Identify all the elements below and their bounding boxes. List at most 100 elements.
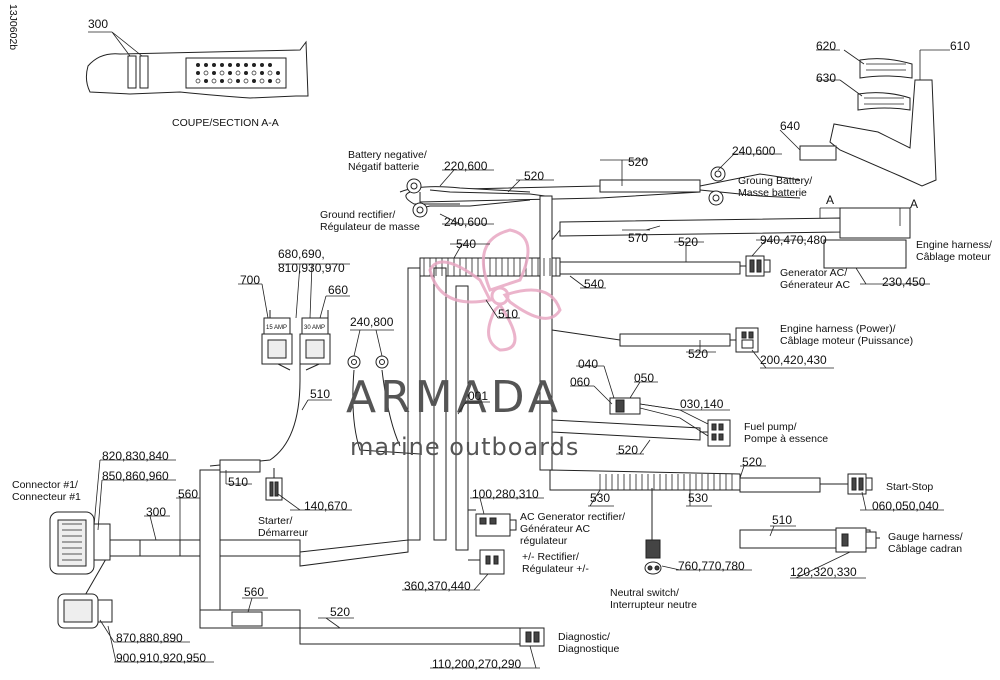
callout-510-mid: 510 xyxy=(498,307,518,321)
ac-generator-rectifier-connector xyxy=(475,513,517,537)
braid-marks xyxy=(423,258,733,490)
callout-810: 810,930,970 xyxy=(278,261,345,275)
callout-030140: 030,140 xyxy=(680,397,724,411)
callout-510-b: 510 xyxy=(228,475,248,489)
wires xyxy=(79,173,880,605)
ring-terminal-battery-neg xyxy=(406,178,422,194)
callout-530-a: 530 xyxy=(590,491,610,505)
label-neutral-2: Interrupteur neutre xyxy=(610,599,697,611)
callout-240800: 240,800 xyxy=(350,315,394,329)
callout-040: 040 xyxy=(578,357,598,371)
callout-560-b: 560 xyxy=(244,585,264,599)
callout-610: 610 xyxy=(950,39,970,53)
callout-050: 050 xyxy=(634,371,654,385)
callout-760770: 760,770,780 xyxy=(678,559,745,573)
sleeve-marks xyxy=(139,459,263,627)
label-battery-negative-2: Négatif batterie xyxy=(348,161,419,173)
engine-power-connector xyxy=(735,327,759,353)
label-ground-rectifier-1: Ground rectifier/ xyxy=(320,209,395,221)
callout-940: 940,470,480 xyxy=(760,233,827,247)
marker-a1: A xyxy=(826,193,834,207)
rectifier-connector xyxy=(479,549,505,575)
callout-510-c: 510 xyxy=(772,513,792,527)
label-generator-ac-1: Generator AC/ xyxy=(780,267,847,279)
callout-060: 060 xyxy=(570,375,590,389)
connector-1 xyxy=(49,511,111,575)
callout-520-c: 520 xyxy=(678,235,698,249)
fuse-label-15a: 15 AMP xyxy=(266,325,287,331)
callout-001: 001 xyxy=(468,389,488,403)
callout-850: 850,860,960 xyxy=(102,469,169,483)
label-start-stop: Start-Stop xyxy=(886,481,933,493)
callout-140670: 140,670 xyxy=(304,499,348,513)
connector-620 xyxy=(859,58,913,79)
gauge-harness-connector xyxy=(835,527,877,553)
engine-harness-connector xyxy=(819,207,911,269)
callout-530-b: 530 xyxy=(688,491,708,505)
label-battery-negative-1: Battery negative/ xyxy=(348,149,427,161)
connector-630 xyxy=(857,92,911,111)
callout-220600: 220,600 xyxy=(444,159,488,173)
callout-630: 630 xyxy=(816,71,836,85)
callout-680: 680,690, xyxy=(278,247,325,261)
ring-terminal-ground-battery xyxy=(708,166,726,206)
generator-ac-connector xyxy=(745,255,771,277)
fuse-holder-30a xyxy=(299,317,331,365)
label-gauge-2: Câblage cadran xyxy=(888,543,962,555)
callout-520-d: 520 xyxy=(688,347,708,361)
label-engine-power-2: Câblage moteur (Puissance) xyxy=(780,335,913,347)
marker-a2: A xyxy=(910,197,918,211)
label-engine-harness-2: Câblage moteur xyxy=(916,251,991,263)
ring-terminal-240-800 xyxy=(347,355,389,369)
label-diagnostic-2: Diagnostique xyxy=(558,643,619,655)
label-ac-gen-2: Générateur AC xyxy=(520,523,590,535)
callout-620: 620 xyxy=(816,39,836,53)
callout-510-left: 510 xyxy=(310,387,330,401)
callout-540-b: 540 xyxy=(584,277,604,291)
label-engine-harness-1: Engine harness/ xyxy=(916,239,992,251)
label-neutral-1: Neutral switch/ xyxy=(610,587,679,599)
label-rectifier-1: +/- Rectifier/ xyxy=(522,551,579,563)
callout-230450: 230,450 xyxy=(882,275,926,289)
label-starter-1: Starter/ xyxy=(258,515,293,527)
label-fuel-pump-1: Fuel pump/ xyxy=(744,421,797,433)
callout-110200: 110,200,270,290 xyxy=(432,657,522,671)
diagnostic-connector xyxy=(519,627,545,647)
callout-200420: 200,420,430 xyxy=(760,353,827,367)
label-ground-battery-1: Groung Battery/ xyxy=(738,175,812,187)
label-diagnostic-1: Diagnostic/ xyxy=(558,631,610,643)
callout-300-b: 300 xyxy=(146,505,166,519)
callout-640: 640 xyxy=(780,119,800,133)
connector-640 xyxy=(799,145,837,161)
label-ground-battery-2: Masse batterie xyxy=(738,187,807,199)
callout-520-e: 520 xyxy=(618,443,638,457)
engine-connector-group xyxy=(779,49,950,187)
callout-570: 570 xyxy=(628,231,648,245)
label-generator-ac-2: Génerateur AC xyxy=(780,279,850,291)
callout-900: 900,910,920,950 xyxy=(116,651,206,665)
callout-700: 700 xyxy=(240,273,260,287)
callout-520-top: 520 xyxy=(628,155,648,169)
callout-100280: 100,280,310 xyxy=(472,487,539,501)
neutral-switch xyxy=(644,539,662,575)
label-starter-2: Démarreur xyxy=(258,527,309,539)
callout-560-a: 560 xyxy=(178,487,198,501)
section-a-a-view xyxy=(85,31,309,99)
callout-660: 660 xyxy=(328,283,348,297)
fuse-label-30a: 30 AMP xyxy=(304,325,325,331)
callout-820: 820,830,840 xyxy=(102,449,169,463)
label-ground-rectifier-2: Régulateur de masse xyxy=(320,221,420,233)
label-connector1-1: Connector #1/ xyxy=(12,479,78,491)
label-connector1-2: Connecteur #1 xyxy=(12,491,81,503)
callout-240600-top: 240,600 xyxy=(732,144,776,158)
callout-leaders xyxy=(93,153,944,669)
document-id: 13J0602b xyxy=(7,4,19,50)
callout-240600-b: 240,600 xyxy=(444,215,488,229)
watermark-logo xyxy=(428,228,562,352)
callout-300-top: 300 xyxy=(88,17,108,31)
ring-terminal-ground-rectifier xyxy=(412,202,428,218)
label-rectifier-2: Régulateur +/- xyxy=(522,563,589,575)
watermark-tagline: marine outboards xyxy=(350,433,579,461)
section-label: COUPE/SECTION A-A xyxy=(172,117,279,129)
